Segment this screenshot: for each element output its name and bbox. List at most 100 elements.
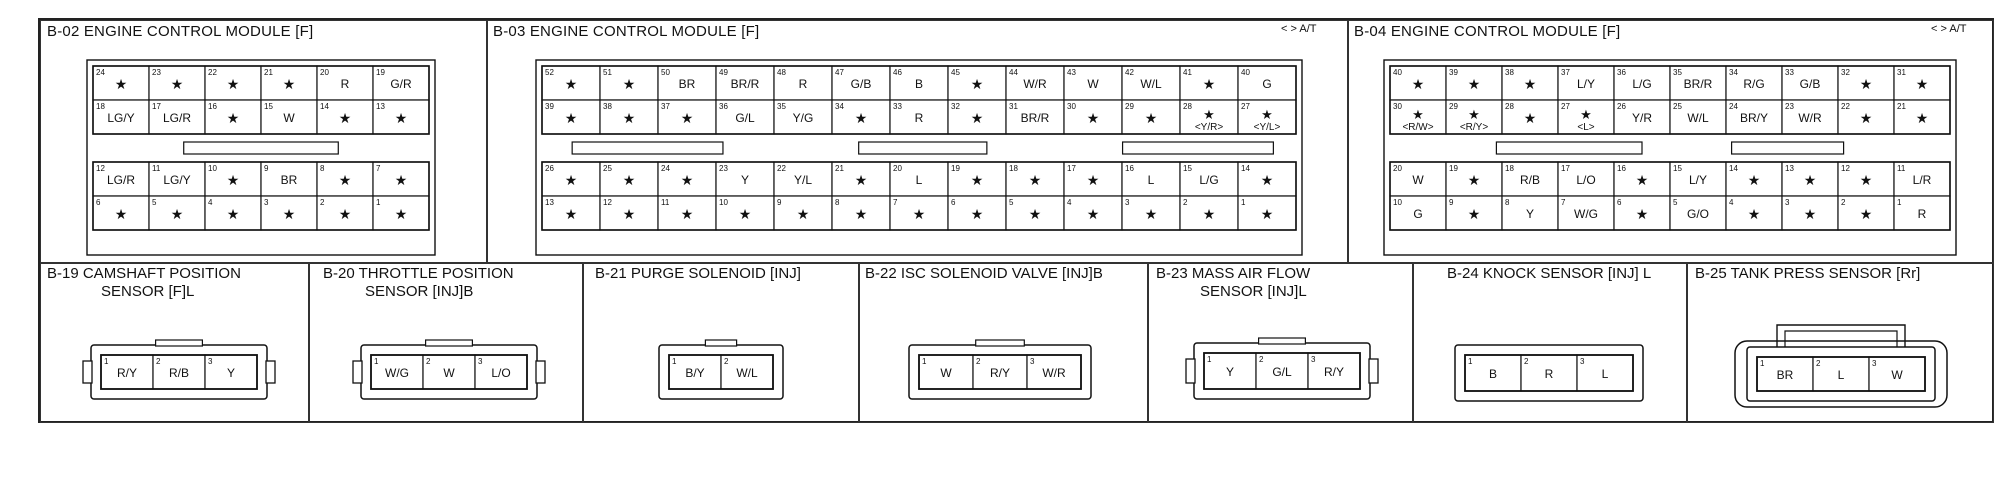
pin-number: 37 bbox=[1561, 68, 1570, 77]
pin-number: 1 bbox=[1207, 355, 1212, 364]
pin-cell bbox=[889, 161, 949, 197]
pin-wire: Y bbox=[227, 366, 235, 380]
pin-cell bbox=[260, 161, 318, 197]
svg-b04-lower-pin-17: 17L/O bbox=[1557, 161, 1615, 197]
b02-connector: 24★23★22★21★20R19G/R18LG/Y17LG/R16★15W14… bbox=[86, 59, 436, 256]
svg-b02-upper-pin-22: 22★ bbox=[204, 65, 262, 101]
svg-b02-upper-pin-14: 14★ bbox=[316, 99, 374, 135]
pin-wire: ★ bbox=[623, 76, 636, 92]
b19-title-line1: B-19 CAMSHAFT POSITION bbox=[47, 265, 241, 282]
pin-wire: ★ bbox=[1860, 206, 1873, 222]
pin-number: 15 bbox=[1183, 164, 1192, 173]
b24-title: B-24 KNOCK SENSOR [INJ] L bbox=[1447, 265, 1652, 282]
svg-b02-upper-pin-16: 16★ bbox=[204, 99, 262, 135]
pin-cell bbox=[1837, 65, 1895, 101]
pin-wire: ★ bbox=[1087, 110, 1100, 126]
b19-title-line2: SENSOR [F]L bbox=[101, 283, 195, 300]
b22-pin-outline bbox=[918, 354, 1082, 390]
pin-number: 21 bbox=[835, 164, 844, 173]
svg-b03-lower-pin-13: 13★ bbox=[541, 195, 601, 231]
pin-cell bbox=[947, 195, 1007, 231]
svg-b04-upper-pin-38: 38★ bbox=[1501, 65, 1559, 101]
pin-cell bbox=[1063, 161, 1123, 197]
pin-wire: ★ bbox=[1636, 206, 1649, 222]
pin-number: 21 bbox=[1897, 102, 1906, 111]
pin-number: 2 bbox=[320, 198, 325, 207]
pin-wire: ★ bbox=[339, 110, 352, 126]
pin-wire: W/L bbox=[1140, 77, 1162, 91]
pin-wire: ★ bbox=[855, 172, 868, 188]
svg-b02-upper-pin-24: 24★ bbox=[92, 65, 150, 101]
b03-connector: 52★51★50BR49BR/R48R47G/B46B45★44W/R43W42… bbox=[535, 59, 1303, 256]
b25-pin-3: 3W bbox=[1868, 356, 1926, 392]
pin-number: 7 bbox=[893, 198, 898, 207]
pin-cell bbox=[1837, 99, 1895, 135]
pin-wire: L/G bbox=[1199, 173, 1218, 187]
pin-wire: W/G bbox=[385, 366, 409, 380]
pin-wire: ★ bbox=[171, 206, 184, 222]
pin-wire: LG/R bbox=[163, 111, 191, 125]
pin-number: 31 bbox=[1009, 102, 1018, 111]
pin-cell bbox=[1669, 99, 1727, 135]
pin-number: 28 bbox=[1183, 102, 1192, 111]
svg-b02-housing bbox=[86, 59, 436, 256]
pin-cell bbox=[1781, 161, 1839, 197]
svg-b02-upper-block-outline bbox=[92, 65, 430, 135]
pin-cell bbox=[204, 161, 262, 197]
b19-pin-3: 3Y bbox=[204, 354, 258, 390]
pin-wire: Y bbox=[1526, 207, 1534, 221]
b25-pin-1: 1BR bbox=[1756, 356, 1814, 392]
pin-wire: ★ bbox=[1860, 110, 1873, 126]
pin-wire: G/L bbox=[1272, 365, 1292, 379]
pin-wire: ★ bbox=[797, 206, 810, 222]
pin-cell bbox=[720, 354, 774, 390]
pin-wire: ★ bbox=[1916, 110, 1929, 126]
svg-b03-housing bbox=[535, 59, 1303, 256]
pin-cell bbox=[204, 65, 262, 101]
pin-number: 38 bbox=[603, 102, 612, 111]
pin-cell bbox=[1179, 65, 1239, 101]
b21-pin-1: 1B/Y bbox=[668, 354, 722, 390]
pin-wire: ★ bbox=[1468, 206, 1481, 222]
pin-number: 34 bbox=[835, 102, 844, 111]
pin-number: 2 bbox=[426, 357, 431, 366]
pin-cell bbox=[541, 65, 601, 101]
pin-number: 11 bbox=[661, 198, 670, 207]
pin-number: 7 bbox=[1561, 198, 1566, 207]
pin-number: 26 bbox=[545, 164, 554, 173]
b20-lock-tab bbox=[424, 339, 473, 347]
pin-wire: L/G bbox=[1632, 77, 1651, 91]
pin-number: 25 bbox=[1673, 102, 1682, 111]
svg-b04-upper-pin-33: 33G/B bbox=[1781, 65, 1839, 101]
pin-cell bbox=[92, 65, 150, 101]
svg-b04-upper-pin-39: 39★ bbox=[1445, 65, 1503, 101]
svg-b03-lower-pin-17: 17★ bbox=[1063, 161, 1123, 197]
pin-cell bbox=[1725, 161, 1783, 197]
b24-pin-2: 2R bbox=[1520, 354, 1578, 392]
pin-number: 16 bbox=[1125, 164, 1134, 173]
b23-pin-2: 2G/L bbox=[1255, 352, 1309, 390]
pin-number: 8 bbox=[320, 164, 325, 173]
svg-b04-lower-pin-12: 12★ bbox=[1837, 161, 1895, 197]
pin-cell bbox=[773, 65, 833, 101]
svg-b02-lower-pin-3: 3★ bbox=[260, 195, 318, 231]
pin-wire: ★ bbox=[565, 172, 578, 188]
b04-at-note: < > A/T bbox=[1931, 23, 1967, 35]
svg-b03-lower-pin-6: 6★ bbox=[947, 195, 1007, 231]
svg-b04-upper-pin-30: 30★<R/W> bbox=[1389, 99, 1447, 135]
pin-wire: B bbox=[915, 77, 923, 91]
pin-wire: ★ bbox=[395, 172, 408, 188]
pin-wire: ★ bbox=[1468, 107, 1480, 122]
pin-wire: ★ bbox=[1203, 76, 1216, 92]
b20-pin-1: 1W/G bbox=[370, 354, 424, 390]
pin-number: 15 bbox=[1673, 164, 1682, 173]
pin-wire: BR bbox=[1777, 368, 1794, 382]
pin-number: 2 bbox=[1816, 359, 1821, 368]
svg-b02-key-slot bbox=[183, 141, 339, 155]
